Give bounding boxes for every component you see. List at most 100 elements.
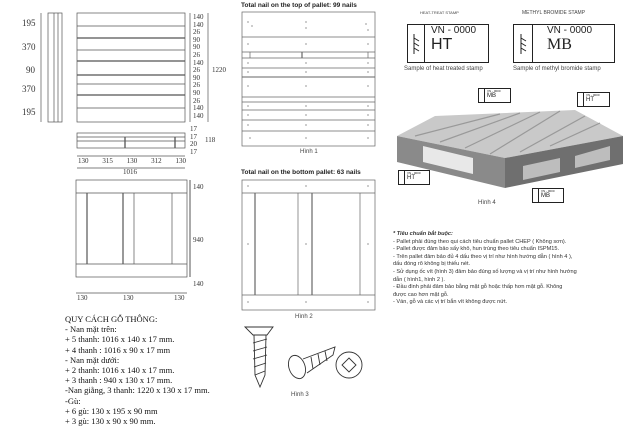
dim: 140 [193, 58, 204, 67]
requirement-line: - Ván, gỗ và các vị trí bắn vít không đư… [393, 299, 508, 306]
dim: 130 [126, 157, 138, 165]
dim: 90 [193, 43, 200, 52]
stamp-mark: HT [407, 175, 415, 181]
side-dim: 90 [26, 65, 35, 75]
dim: 315 [102, 157, 113, 165]
fig1-top-nail-drawing [241, 11, 376, 147]
requirement-line: được cao hơn mặt gỗ. [393, 291, 449, 298]
dim: 130 [175, 157, 187, 165]
mb-stamp-caption: Sample of methyl bromide stamp [513, 66, 601, 72]
requirement-line: - Trên pallet đảm bảo đủ 4 dấu theo vị t… [393, 253, 573, 260]
ht-stamp-caption: Sample of heat treated stamp [404, 66, 483, 72]
spec-line: + 2 thanh: 1016 x 140 x 17 mm. [65, 365, 175, 376]
requirements-title: * Tiêu chuẩn bắt buộc: [393, 231, 453, 237]
requirement-line: - Đầu đinh phải đảm bảo bằng mặt gỗ hoặc… [393, 284, 563, 291]
stamp-mark: MB [541, 193, 550, 199]
stamp-code: VN - 0000 [431, 25, 477, 36]
dim: 940 [193, 236, 204, 244]
spec-line: -Gù: [65, 395, 81, 406]
dim: 26 [193, 81, 200, 90]
dim: 90 [193, 35, 200, 44]
front-bottom-dims: 130 315 130 312 130 [78, 157, 186, 165]
stamp-code: VN - 0000 [487, 89, 501, 93]
side-dim: 370 [22, 84, 36, 94]
dim: 26 [193, 96, 200, 105]
dim: 17 [190, 147, 197, 156]
side-dim: 195 [22, 107, 36, 117]
dim: 17 [190, 125, 197, 133]
mb-stamp-heading: METHYL BROMIDE STAMP [522, 10, 586, 16]
fig2-caption: Hình 2 [295, 314, 313, 320]
ht-stamp-heading: HEAT-TREAT STAMP [420, 10, 459, 15]
dim: 312 [151, 157, 162, 165]
requirement-line: - Pallet phải đúng theo qui cách tiêu ch… [393, 238, 567, 245]
bottom-view-drawing [75, 179, 191, 294]
requirement-line: - Sử dụng ốc vít (hình 3) đảm bảo đúng s… [393, 268, 577, 275]
top-right-dims: 140 140 26 90 90 26 140 26 90 26 90 26 1… [193, 13, 207, 120]
fig4-caption: Hình 4 [478, 200, 496, 206]
front-right-dims: 17 17 20 17 [190, 125, 197, 156]
fig2-bottom-nail-drawing [241, 179, 376, 311]
wheat-icon [399, 171, 405, 184]
requirement-line: dấu đóng rõ không bị thiếu nét. [393, 261, 471, 268]
stamp-mark: HT [431, 36, 453, 53]
stamp-code: VN - 0000 [541, 189, 555, 193]
requirement-line: - Pallet được đảm bảo sấy khô, hun trùng… [393, 246, 559, 253]
spec-line: - Nan mặt dưới: [65, 354, 120, 365]
dim: 140 [193, 13, 204, 21]
dim: 130 [174, 294, 185, 302]
dim: 130 [78, 157, 89, 165]
spec-title: QUY CÁCH GỖ THÔNG: [65, 314, 158, 324]
front-total-dim: 118 [205, 136, 216, 144]
dim: 140 [193, 104, 204, 113]
dim: 140 [193, 111, 204, 120]
spec-line: + 3 thanh : 940 x 130 x 17 mm. [65, 375, 173, 386]
top-view-drawing [40, 12, 209, 169]
stamp-mark: MB [547, 36, 572, 53]
dim: 130 [123, 294, 134, 302]
dim: 90 [193, 73, 200, 82]
wheat-icon [514, 25, 533, 62]
spec-line: + 5 thanh: 1016 x 140 x 17 mm. [65, 334, 175, 345]
dim: 140 [193, 183, 204, 191]
side-dim: 195 [22, 18, 36, 28]
requirement-line: dẫn ( hình1, hình 2 ). [393, 276, 445, 283]
pallet-3d-image [397, 110, 623, 188]
wheat-icon [533, 189, 539, 202]
spec-line: + 6 gù: 130 x 195 x 90 mm [65, 405, 158, 416]
dim: 20 [190, 140, 197, 148]
dim: 26 [193, 28, 200, 37]
stamp-code: VN - 0000 [586, 93, 600, 97]
wood-spec: QUY CÁCH GỖ THÔNG: - Nan mặt trên: + 5 t… [65, 314, 210, 426]
spec-line: -Nan giằng, 3 thanh: 1220 x 130 x 17 mm. [65, 385, 210, 396]
fig1-caption: Hình 1 [300, 149, 318, 155]
dim: 90 [193, 88, 200, 97]
width-total-dim: 1016 [123, 168, 137, 176]
dim: 26 [193, 66, 200, 75]
dim: 140 [193, 20, 204, 29]
stamp-code: VN - 0000 [547, 25, 593, 36]
stamp-mark: MB [487, 93, 496, 99]
wheat-icon [479, 89, 485, 102]
stamp-code: VN - 0000 [407, 171, 421, 175]
side-dim: 370 [22, 42, 36, 52]
spec-line: + 3 gù: 130 x 90 x 90 mm. [65, 416, 156, 427]
dim: 140 [193, 280, 204, 288]
stamp-mark: HT [586, 97, 594, 103]
dim: 17 [190, 132, 197, 141]
wheat-icon [408, 25, 425, 62]
requirements: * Tiêu chuẩn bắt buộc: - Pallet phải đún… [393, 231, 577, 307]
fig3-caption: Hình 3 [291, 392, 309, 398]
spec-line: - Nan mặt trên: [65, 324, 117, 335]
dim: 130 [77, 294, 88, 302]
top-total-dim: 1220 [212, 66, 226, 74]
dim: 26 [193, 50, 200, 59]
screw-icon [243, 326, 363, 389]
